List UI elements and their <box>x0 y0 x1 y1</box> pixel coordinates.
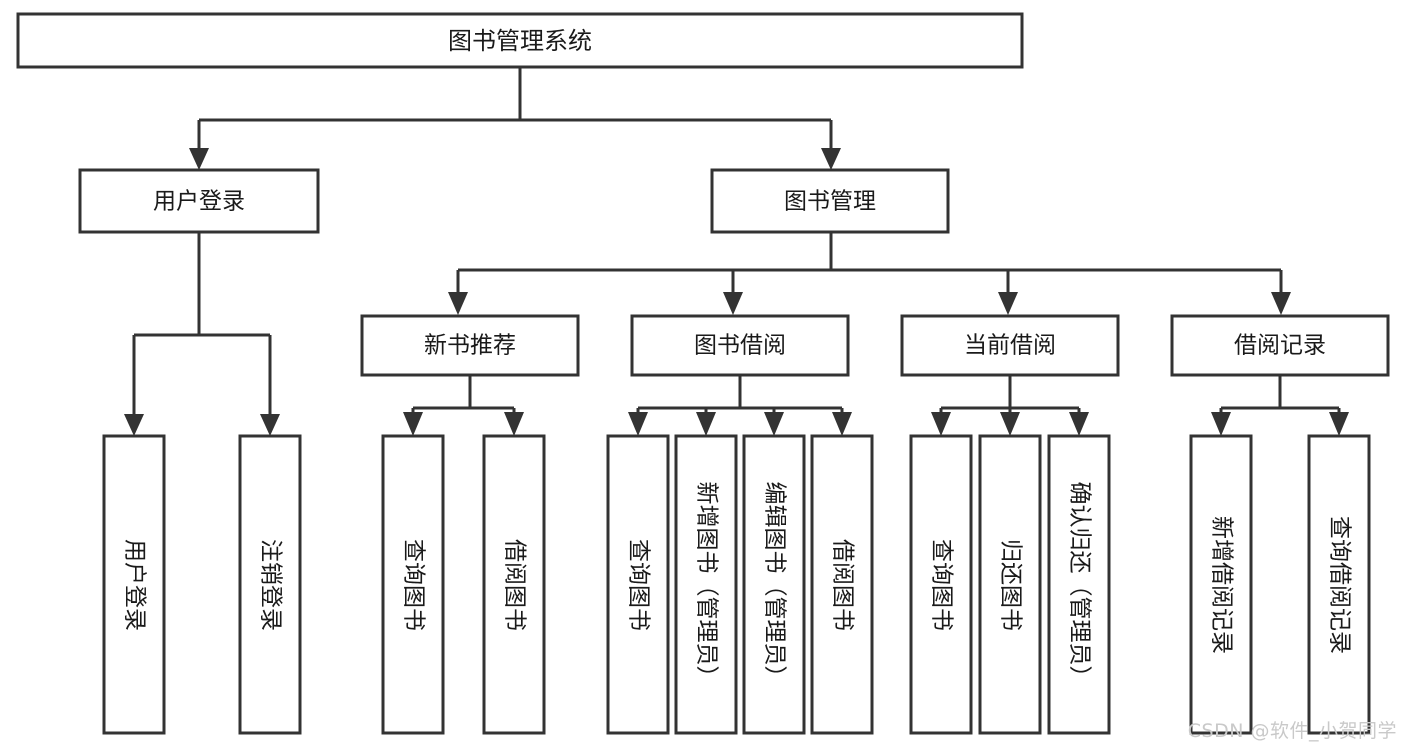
arrowhead-current-leaf-1 <box>931 412 951 436</box>
leaf-book-borrow-3[interactable]: 编辑图书（管理员） <box>742 434 806 735</box>
arrowhead-record-leaf-1 <box>1211 412 1231 436</box>
arrowhead-level3-2 <box>723 292 743 315</box>
leaf-new-book-recommend-2[interactable]: 借阅图书 <box>482 434 546 735</box>
edges-layer <box>124 67 1349 436</box>
leaf-label: 新增借阅记录 <box>1209 516 1235 654</box>
leaf-label: 编辑图书（管理员） <box>762 482 788 689</box>
leaf-label: 查询图书 <box>929 539 955 631</box>
arrowhead-book-mgmt <box>821 148 841 170</box>
new-book-recommend-label: 新书推荐 <box>424 333 516 359</box>
leaf-box[interactable] <box>606 434 670 735</box>
leaf-label: 查询图书 <box>401 539 427 631</box>
new-book-recommend-box[interactable] <box>360 314 580 377</box>
user-login-box[interactable] <box>78 168 320 234</box>
leaf-borrow-record-2[interactable]: 查询借阅记录 <box>1307 434 1371 735</box>
current-borrow-box[interactable] <box>900 314 1120 377</box>
node-new-book-recommend[interactable]: 新书推荐 <box>360 314 580 377</box>
arrowhead-userlogin-leaf-2 <box>260 414 280 436</box>
leaf-borrow-record-1[interactable]: 新增借阅记录 <box>1189 434 1253 735</box>
leaf-box[interactable] <box>1189 434 1253 735</box>
leaf-box[interactable] <box>1307 434 1371 735</box>
current-borrow-label: 当前借阅 <box>964 333 1056 359</box>
user-login-label: 用户登录 <box>153 189 245 215</box>
arrowhead-current-leaf-2 <box>1000 412 1020 436</box>
root-box[interactable] <box>16 12 1024 69</box>
leaf-box[interactable] <box>742 434 806 735</box>
leaf-book-borrow-2[interactable]: 新增图书（管理员） <box>674 434 738 735</box>
arrowhead-borrow-leaf-4 <box>832 412 852 436</box>
node-borrow-record[interactable]: 借阅记录 <box>1170 314 1390 377</box>
leaf-label: 归还图书 <box>998 539 1024 631</box>
leaf-label: 用户登录 <box>122 539 148 631</box>
book-borrow-label: 图书借阅 <box>694 333 786 359</box>
node-book-management[interactable]: 图书管理 <box>710 168 950 234</box>
leaf-current-borrow-3[interactable]: 确认归还（管理员） <box>1047 434 1111 735</box>
leaf-label: 借阅图书 <box>830 539 856 631</box>
arrowhead-recommend-leaf-1 <box>403 412 423 436</box>
leaf-label: 新增图书（管理员） <box>694 482 720 689</box>
leaf-user-login-1[interactable]: 用户登录 <box>102 434 166 735</box>
book-borrow-box[interactable] <box>630 314 850 377</box>
leaf-box[interactable] <box>238 434 302 735</box>
leaf-box[interactable] <box>482 434 546 735</box>
leaf-current-borrow-2[interactable]: 归还图书 <box>978 434 1042 735</box>
leaf-label: 注销登录 <box>258 539 284 631</box>
node-current-borrow[interactable]: 当前借阅 <box>900 314 1120 377</box>
leaf-current-borrow-1[interactable]: 查询图书 <box>909 434 973 735</box>
leaf-box[interactable] <box>102 434 166 735</box>
node-user-login[interactable]: 用户登录 <box>78 168 320 234</box>
arrowhead-userlogin-leaf-1 <box>124 414 144 436</box>
arrowhead-level3-4 <box>1271 292 1291 315</box>
node-book-borrow[interactable]: 图书借阅 <box>630 314 850 377</box>
leaf-box[interactable] <box>909 434 973 735</box>
leaf-label: 查询借阅记录 <box>1327 516 1353 654</box>
leaf-box[interactable] <box>1047 434 1111 735</box>
leaf-box[interactable] <box>674 434 738 735</box>
leaf-user-login-2[interactable]: 注销登录 <box>238 434 302 735</box>
leaf-book-borrow-4[interactable]: 借阅图书 <box>810 434 874 735</box>
arrowhead-user-login <box>189 148 209 170</box>
arrowhead-current-leaf-3 <box>1069 412 1089 436</box>
book-management-box[interactable] <box>710 168 950 234</box>
leaf-box[interactable] <box>978 434 1042 735</box>
leaf-label: 查询图书 <box>626 539 652 631</box>
leaf-label: 确认归还（管理员） <box>1067 482 1093 689</box>
borrow-record-box[interactable] <box>1170 314 1390 377</box>
leaf-label: 借阅图书 <box>502 539 528 631</box>
arrowhead-borrow-leaf-2 <box>696 412 716 436</box>
leaf-book-borrow-1[interactable]: 查询图书 <box>606 434 670 735</box>
leaf-box[interactable] <box>810 434 874 735</box>
borrow-record-label: 借阅记录 <box>1234 333 1326 359</box>
arrowhead-borrow-leaf-1 <box>628 412 648 436</box>
leaf-box[interactable] <box>381 434 445 735</box>
arrowhead-record-leaf-2 <box>1329 412 1349 436</box>
csdn-watermark: CSDN @软件_小贺同学 <box>1187 720 1397 742</box>
leaf-new-book-recommend-1[interactable]: 查询图书 <box>381 434 445 735</box>
root-label: 图书管理系统 <box>448 27 592 55</box>
book-management-label: 图书管理 <box>784 189 876 215</box>
arrowhead-borrow-leaf-3 <box>764 412 784 436</box>
arrowhead-recommend-leaf-2 <box>504 412 524 436</box>
node-root[interactable]: 图书管理系统 <box>16 12 1024 69</box>
arrowhead-level3-1 <box>448 292 468 315</box>
arrowhead-level3-3 <box>998 292 1018 315</box>
